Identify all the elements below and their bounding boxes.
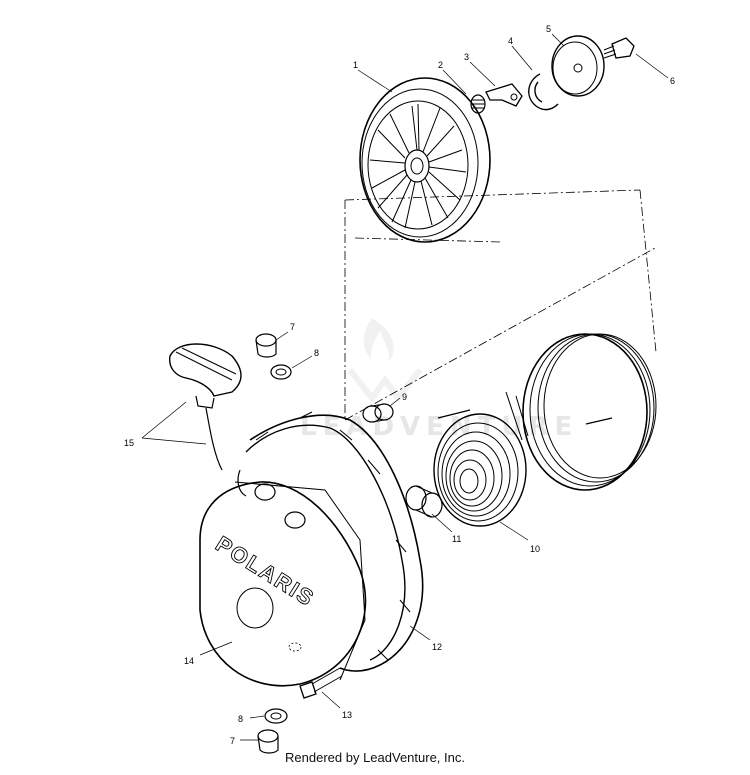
render-credit: Rendered by LeadVenture, Inc.: [285, 750, 465, 765]
part-4-clip: [528, 73, 559, 111]
part-15-handle: [169, 343, 242, 471]
callout-14: 14: [184, 656, 194, 666]
callout-10: 10: [530, 544, 540, 554]
callout-8-top: 8: [314, 348, 319, 358]
part-7-plug-top: [255, 333, 277, 358]
callout-8-bottom: 8: [238, 714, 243, 724]
part-9-bushing: [362, 403, 394, 423]
callout-13: 13: [342, 710, 352, 720]
callout-12: 12: [432, 642, 442, 652]
watermark: LEADVENTURE: [300, 318, 578, 442]
part-8-washer-top: [270, 364, 292, 380]
part-3-pawl: [485, 83, 523, 107]
part-11-bushing: [405, 485, 443, 518]
rewind-spring-ring: [505, 333, 657, 491]
part-2-spring: [470, 94, 486, 114]
callout-7-top: 7: [290, 322, 295, 332]
callout-labels: 1 2 3 4 5 6 7 8 9 10 11 12 13 14 15 8 7: [124, 24, 675, 746]
callout-1: 1: [353, 60, 358, 70]
callout-9: 9: [402, 392, 407, 402]
watermark-logo-icon: [347, 318, 423, 403]
callout-4: 4: [508, 36, 513, 46]
housing-brand-text: POLARIS: [211, 531, 319, 611]
part-6-bolt: [603, 37, 635, 59]
part-10-spring: [433, 409, 527, 527]
part-1-pulley: [359, 77, 491, 243]
callout-15: 15: [124, 438, 134, 448]
part-8-washer-bottom: [264, 708, 288, 724]
callout-11: 11: [452, 534, 461, 544]
callout-6: 6: [670, 76, 675, 86]
part-5-plate: [551, 35, 605, 97]
part-14-housing: [199, 411, 424, 687]
callout-2: 2: [438, 60, 443, 70]
watermark-text: LEADVENTURE: [300, 412, 578, 442]
alignment-box: [344, 189, 657, 421]
callout-3: 3: [464, 52, 469, 62]
part-13-bolt: [299, 667, 343, 699]
leader-lines: [141, 33, 669, 741]
part-7-plug-bottom: [257, 729, 279, 754]
callout-7-bottom: 7: [230, 736, 235, 746]
callout-5: 5: [546, 24, 551, 34]
